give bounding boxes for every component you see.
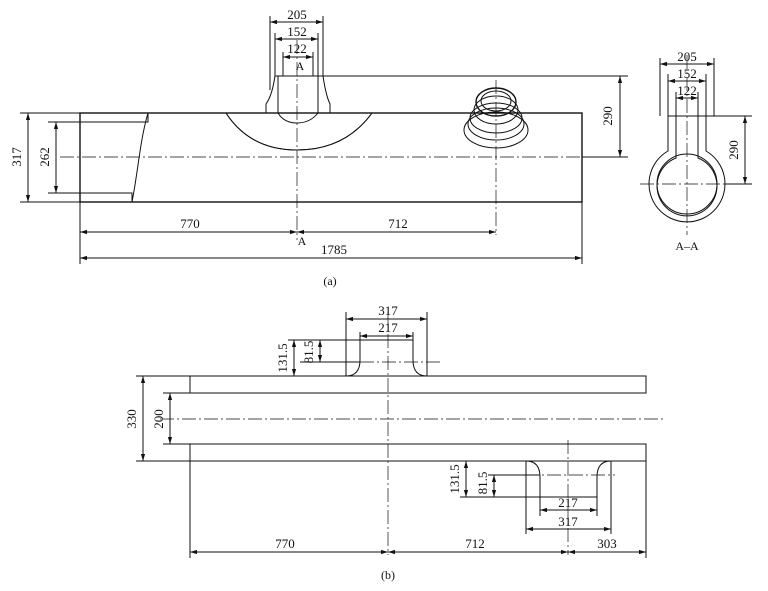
dims-left-b: 330 200 (124, 375, 190, 462)
dim-317-a: 317 (9, 147, 24, 167)
dim-317-bottom-b: 317 (558, 514, 578, 529)
dims-left-a: 317 262 (9, 112, 80, 203)
dim-712-b: 712 (465, 536, 485, 551)
figure-a: 205 152 122 A A 290 317 262 (9, 7, 752, 288)
pipe-wall-bottom-a (79, 192, 133, 203)
dim-317-top-b: 317 (378, 303, 398, 318)
section-mark-top: A (296, 59, 305, 73)
dims-bottom-b: 770 712 303 (189, 461, 647, 558)
dims-top-a: 205 152 122 A A (269, 7, 324, 248)
dim-152-a: 152 (287, 24, 307, 39)
dim-262-a: 262 (37, 147, 52, 167)
dim-770-b: 770 (275, 536, 295, 551)
dim-205-section: 205 (677, 49, 697, 64)
dim-122-section: 122 (677, 83, 697, 98)
dim-217-top-b: 217 (378, 320, 398, 335)
round-nozzle-a (463, 80, 529, 235)
boss-top-b (345, 339, 428, 377)
pipe-body-a (79, 112, 583, 203)
dim-81-5-bottom-b: 81.5 (475, 472, 490, 495)
figure-b: 317 217 131.5 81.5 330 200 (124, 303, 665, 582)
section-mark-bottom: A (298, 234, 307, 248)
dim-217-bottom-b: 217 (558, 495, 578, 510)
dim-330-b: 330 (124, 409, 139, 429)
dims-bottom-a: 770 712 1785 (79, 202, 583, 264)
dim-290-a: 290 (600, 106, 615, 126)
dim-770-a: 770 (180, 216, 200, 231)
dim-712-a: 712 (388, 216, 408, 231)
dim-131-5-bottom-b: 131.5 (447, 464, 462, 493)
dims-top-b: 317 217 131.5 81.5 (275, 303, 428, 377)
section-view-a-a: 205 152 122 290 A–A (640, 49, 752, 253)
caption-a: (a) (323, 274, 336, 288)
dim-290-section: 290 (726, 140, 741, 160)
dim-131-5-top-b: 131.5 (275, 343, 290, 372)
dim-205-a: 205 (287, 7, 307, 22)
section-label: A–A (675, 239, 699, 253)
pipe-wall-bottom-b (189, 443, 647, 462)
dim-200-b: 200 (151, 409, 166, 429)
dim-290-group-a: 290 (323, 75, 628, 158)
dim-122-a: 122 (287, 41, 307, 56)
boss-bottom-b (525, 460, 612, 498)
dim-1785-a: 1785 (321, 242, 347, 257)
pipe-wall-top-b (189, 375, 647, 394)
dim-81-5-top-b: 81.5 (301, 341, 316, 364)
pipe-wall-top-a (79, 112, 149, 123)
dim-152-section: 152 (677, 66, 697, 81)
caption-b: (b) (381, 568, 395, 582)
dims-bottom-boss-b: 131.5 81.5 217 317 (447, 460, 612, 534)
break-curve-a (131, 112, 149, 203)
dim-303-b: 303 (597, 536, 617, 551)
